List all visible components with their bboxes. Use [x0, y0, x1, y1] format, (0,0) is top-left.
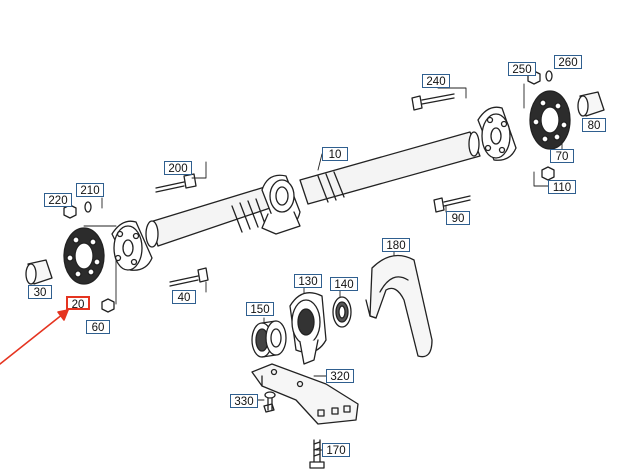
callout-140[interactable]: 140 — [330, 277, 358, 291]
callout-170[interactable]: 170 — [322, 443, 350, 457]
callout-320[interactable]: 320 — [326, 369, 354, 383]
callout-70[interactable]: 70 — [550, 149, 574, 163]
left-flex-disc — [63, 227, 105, 285]
right-sleeve — [577, 91, 605, 117]
callout-40[interactable]: 40 — [172, 290, 196, 304]
callout-180[interactable]: 180 — [382, 238, 410, 252]
callout-240[interactable]: 240 — [422, 74, 450, 88]
right-flex-disc — [529, 90, 571, 150]
callout-10[interactable]: 10 — [322, 147, 348, 161]
drive-shaft — [145, 131, 481, 248]
right-bolts — [411, 93, 471, 213]
callout-80[interactable]: 80 — [582, 118, 606, 132]
callout-200[interactable]: 200 — [164, 161, 192, 175]
left-flange — [111, 220, 153, 271]
left-sleeve — [25, 259, 53, 285]
callout-60[interactable]: 60 — [86, 320, 110, 334]
callout-250[interactable]: 250 — [508, 62, 536, 76]
callout-90[interactable]: 90 — [446, 211, 470, 225]
part-320-plate — [251, 363, 359, 425]
right-flange — [477, 106, 517, 161]
callout-220[interactable]: 220 — [44, 193, 72, 207]
part-130-housing — [289, 292, 327, 365]
part-170-bolt — [309, 439, 325, 469]
callout-330[interactable]: 330 — [230, 394, 258, 408]
right-hardware — [527, 70, 555, 181]
left-hardware — [63, 201, 115, 313]
indicator-arrow — [0, 309, 69, 365]
part-180-bracket — [365, 254, 433, 358]
callout-260[interactable]: 260 — [554, 55, 582, 69]
callout-210[interactable]: 210 — [76, 183, 104, 197]
leader-lines — [83, 83, 563, 451]
callout-30[interactable]: 30 — [28, 285, 52, 299]
callout-20[interactable]: 20 — [66, 296, 90, 311]
callout-130[interactable]: 130 — [294, 274, 322, 288]
part-140-ring — [332, 296, 352, 328]
center-bearing — [261, 174, 301, 235]
left-bolts — [155, 173, 209, 287]
callout-150[interactable]: 150 — [246, 302, 274, 316]
part-150-seal — [251, 320, 287, 358]
callout-110[interactable]: 110 — [548, 180, 576, 194]
part-330-screw — [263, 391, 276, 413]
